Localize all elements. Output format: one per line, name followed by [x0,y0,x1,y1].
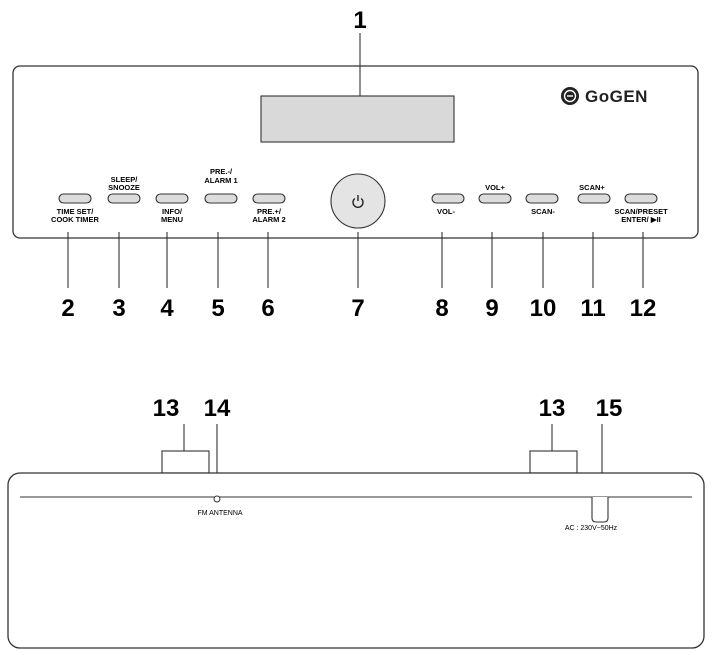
fm-antenna-label: FM ANTENNA [197,510,242,517]
callout-10: 10 [530,295,557,322]
vol-plus-label: VOL+ [485,183,505,192]
callout-11: 11 [580,295,605,322]
callout-12: 12 [630,295,657,322]
scan-minus-button[interactable] [525,193,559,204]
sleep-snooze-button[interactable] [107,193,141,204]
callout-4: 4 [160,295,174,322]
scan-plus-label: SCAN+ [579,183,605,192]
info-menu-button[interactable] [155,193,189,204]
scan-preset-label-1: SCAN/PRESET [614,207,668,216]
vol-minus-button[interactable] [431,193,465,204]
info-label-2: MENU [161,215,183,224]
mounting-bracket-right [529,450,578,474]
pre-plus-alarm2-button[interactable] [252,193,286,204]
pre-minus-label-1: PRE.-/ [210,167,233,176]
callout-15: 15 [596,395,623,422]
time-set-button[interactable] [58,193,92,204]
time-set-label-2: COOK TIMER [51,215,99,224]
brand-name: GoGEN [585,87,648,106]
callout-1: 1 [353,7,366,34]
callout-7: 7 [351,295,364,322]
time-set-label-1: TIME SET/ [57,207,95,216]
callout-8: 8 [435,295,448,322]
sleep-label-2: SNOOZE [108,183,140,192]
pre-minus-alarm1-button[interactable] [204,193,238,204]
power-button[interactable] [330,173,386,229]
callout-13-left: 13 [153,395,180,422]
vol-plus-button[interactable] [478,193,512,204]
callout-13-right: 13 [539,395,566,422]
callout-5: 5 [211,295,224,322]
callout-6: 6 [261,295,274,322]
scan-preset-enter-button[interactable] [624,193,658,204]
scan-plus-button[interactable] [577,193,611,204]
pre-plus-label-1: PRE.+/ [257,207,282,216]
device-body-rear [7,472,705,649]
lcd-display [260,95,455,143]
callout-3: 3 [112,295,125,322]
ac-power-cord [591,497,609,523]
sleep-label-1: SLEEP/ [111,175,139,184]
callout-14: 14 [204,395,231,422]
callout-2: 2 [61,295,74,322]
vol-minus-label: VOL- [437,207,455,216]
callout-9: 9 [485,295,498,322]
pre-minus-label-2: ALARM 1 [204,176,237,185]
scan-minus-label: SCAN- [531,207,555,216]
fm-antenna-point [213,495,221,503]
mounting-bracket-left [161,450,210,474]
ac-label: AC : 230V~50Hz [565,525,618,532]
gogen-logo-icon [561,87,579,105]
info-label-1: INFO/ [162,207,183,216]
scan-preset-label-2: ENTER/ ▶II [621,215,661,224]
power-icon [352,195,364,209]
pre-plus-label-2: ALARM 2 [252,215,285,224]
